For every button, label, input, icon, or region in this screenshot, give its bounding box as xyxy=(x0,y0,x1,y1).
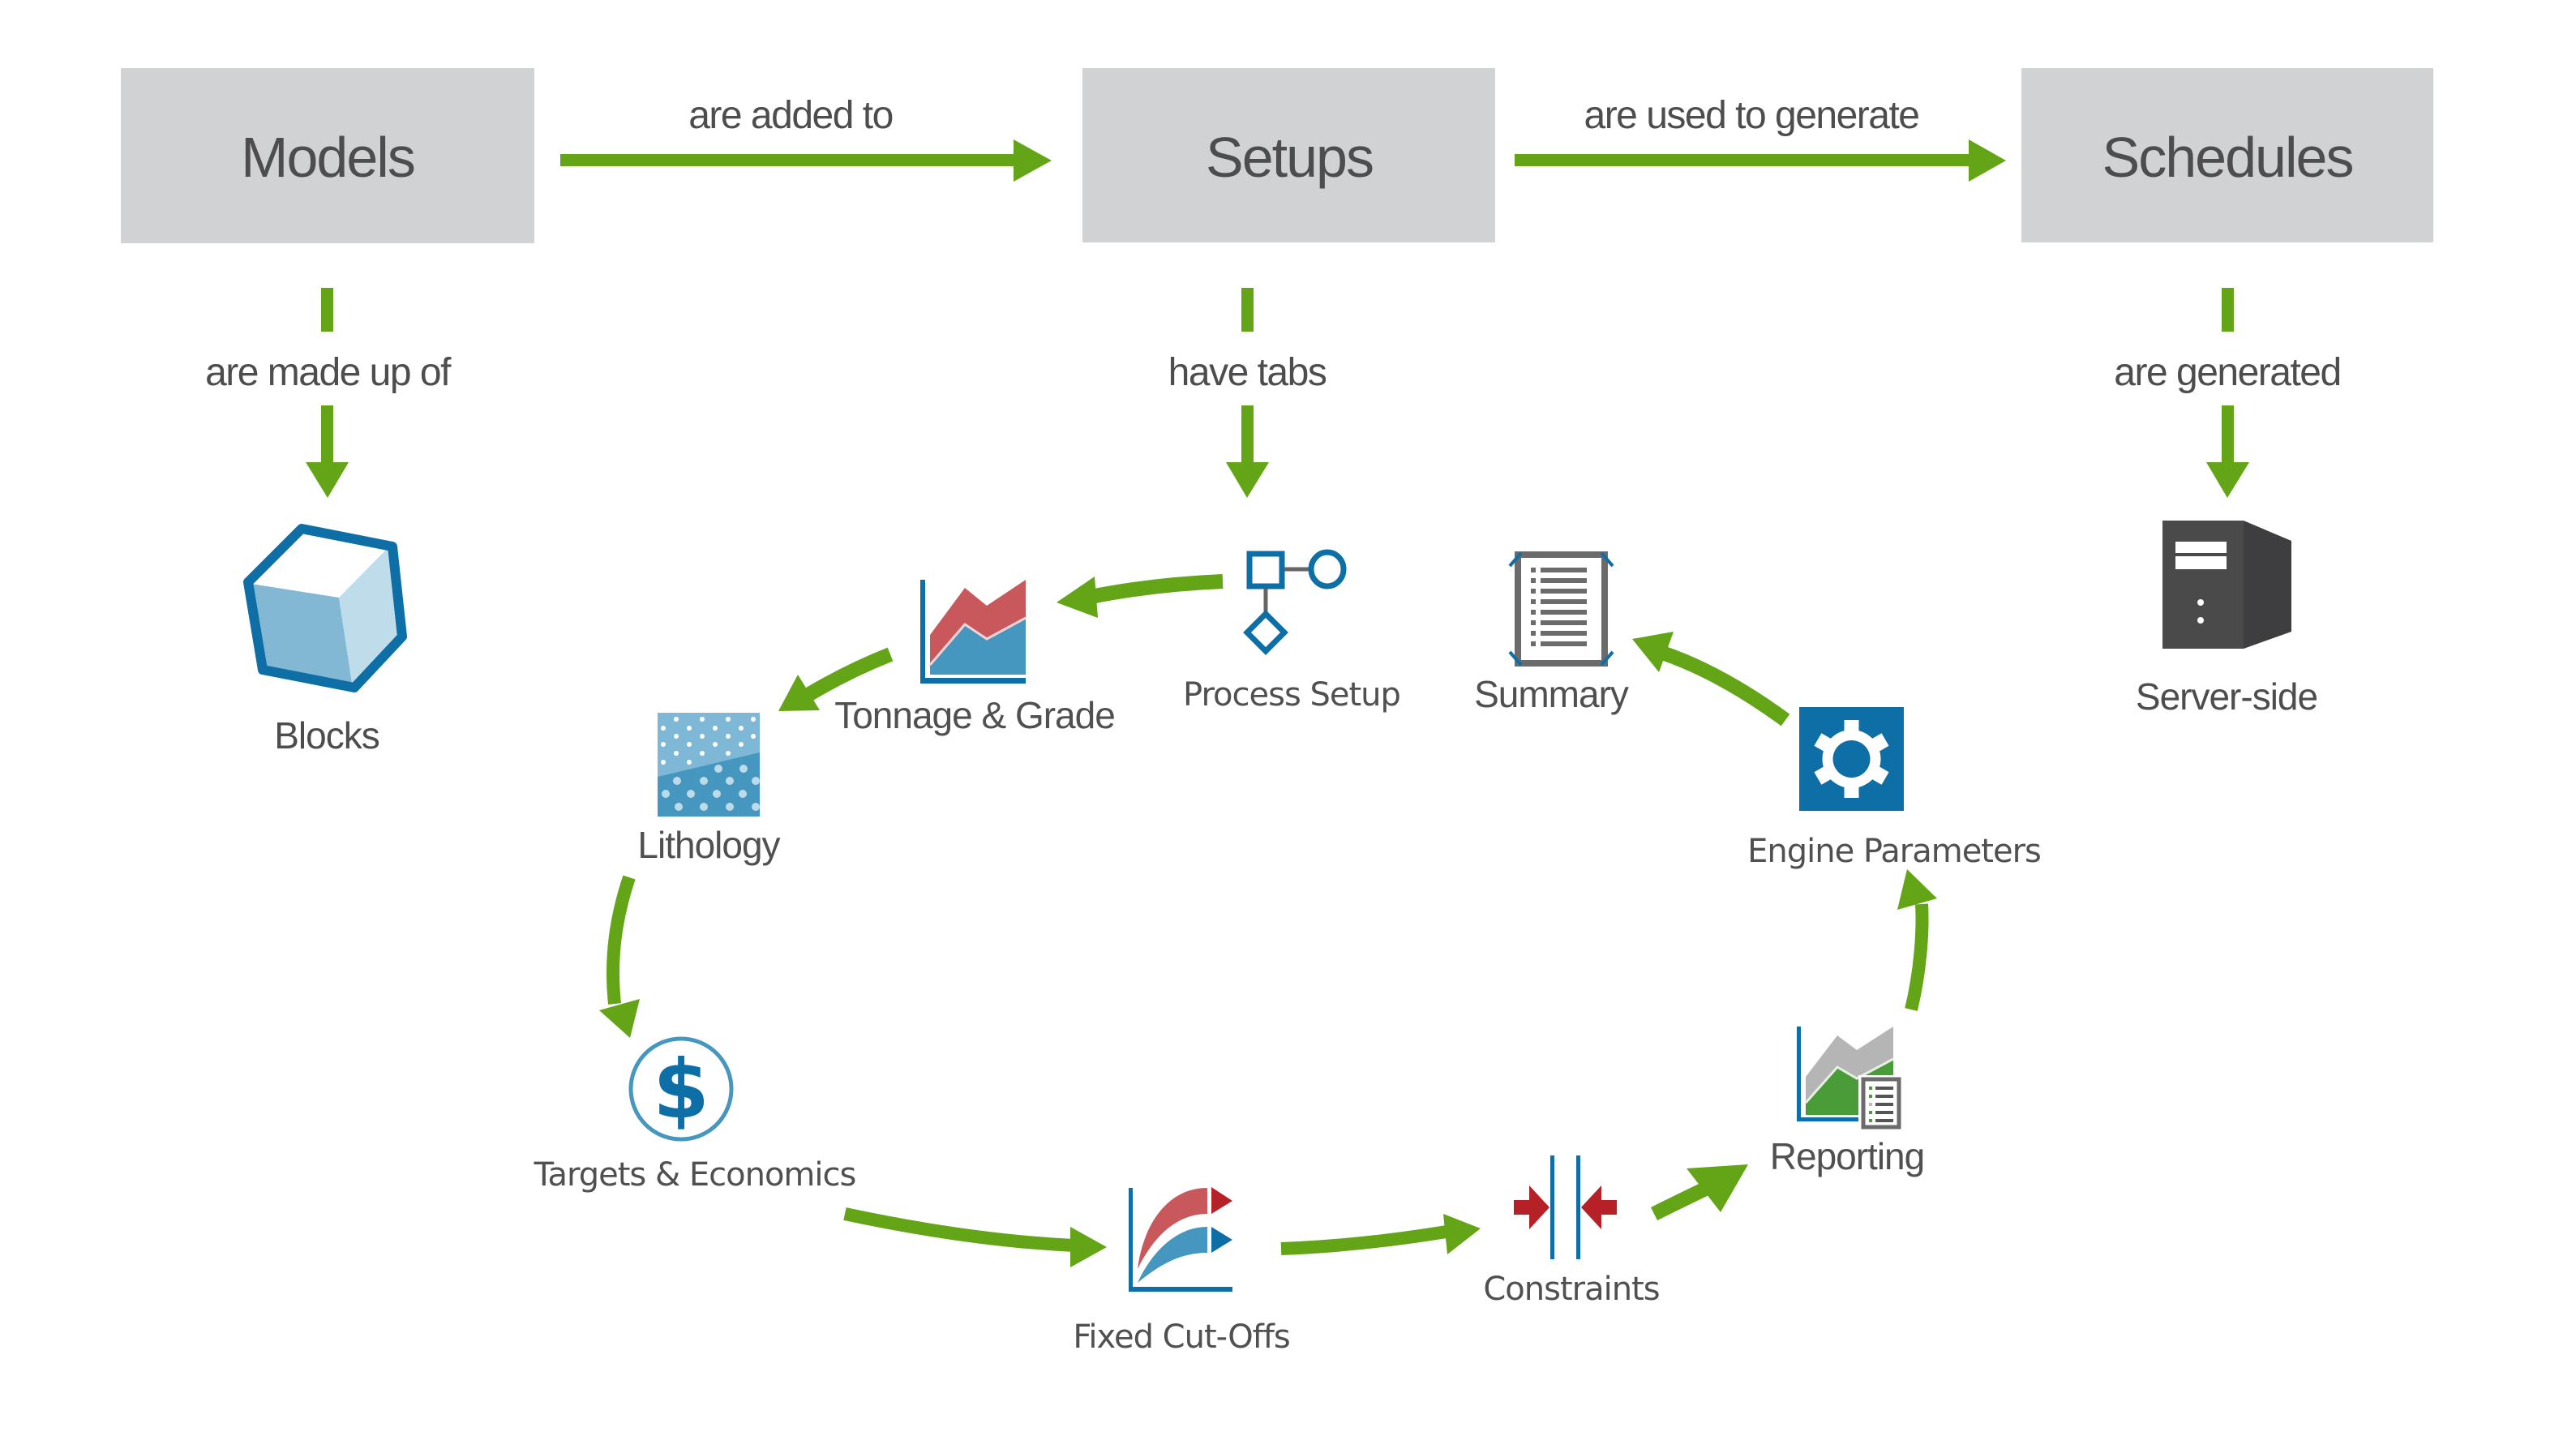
arrow-schedules-to-server: are generated xyxy=(2114,288,2342,498)
tab-engine-parameters[interactable]: Engine Parameters xyxy=(1747,707,2042,870)
setups-node[interactable]: Setups xyxy=(1082,68,1495,242)
area-chart-icon xyxy=(920,580,1027,684)
server-side-label: Server-side xyxy=(2136,675,2317,718)
schedules-label: Schedules xyxy=(2102,126,2353,189)
cube-icon xyxy=(243,524,407,692)
arrow-models-to-blocks: are made up of xyxy=(205,288,453,498)
gear-icon xyxy=(1799,707,1904,811)
arrow-engine-to-summary xyxy=(1632,632,1790,727)
arrow-tonnage-to-lithology xyxy=(778,647,894,711)
arrow-fixed-to-constraints xyxy=(1280,1214,1481,1255)
models-box xyxy=(121,68,534,243)
tab-label: Fixed Cut-Offs xyxy=(1073,1318,1289,1356)
schedules-node[interactable]: Schedules xyxy=(2021,68,2433,242)
tab-label: Lithology xyxy=(637,824,780,866)
tab-label: Tonnage & Grade xyxy=(834,694,1115,736)
tab-targets-economics[interactable]: $ Targets & Economics xyxy=(534,1036,856,1194)
arrow-targets-to-fixed xyxy=(843,1207,1107,1267)
cut-off-chart-icon xyxy=(1129,1187,1232,1292)
tab-lithology[interactable]: Lithology xyxy=(637,713,782,866)
edge-label-are-used-to-generate: are used to generate xyxy=(1584,94,1919,137)
summary-document-icon xyxy=(1508,551,1614,667)
tab-label: Summary xyxy=(1474,673,1629,715)
edge-label-are-made-up-of: are made up of xyxy=(205,351,452,394)
models-node[interactable]: Models xyxy=(121,68,534,243)
tab-label: Targets & Economics xyxy=(534,1156,856,1194)
arrow-lithology-to-targets xyxy=(599,875,640,1038)
tab-label: Reporting xyxy=(1770,1135,1924,1177)
dollar-icon: $ xyxy=(628,1036,734,1142)
blocks-node[interactable]: Blocks xyxy=(243,524,407,757)
setups-label: Setups xyxy=(1206,126,1373,189)
schedules-box xyxy=(2021,68,2433,242)
arrow-models-to-setups: are added to xyxy=(560,94,1052,182)
server-node[interactable]: Server-side xyxy=(2136,521,2318,718)
process-flow-icon xyxy=(1243,549,1347,655)
tab-process-setup[interactable]: Process Setup xyxy=(1183,549,1401,714)
server-icon xyxy=(2162,521,2291,649)
arrow-setups-to-tabs: have tabs xyxy=(1168,288,1327,498)
models-label: Models xyxy=(241,126,414,189)
lithology-icon xyxy=(658,713,760,817)
constraints-icon xyxy=(1514,1155,1617,1259)
svg-text:$: $ xyxy=(653,1042,709,1137)
arrow-process-to-tonnage xyxy=(1057,574,1224,618)
report-chart-icon xyxy=(1797,1027,1904,1132)
tab-tonnage-grade[interactable]: Tonnage & Grade xyxy=(834,580,1116,736)
edge-label-are-generated: are generated xyxy=(2114,351,2340,394)
tab-fixed-cut-offs[interactable]: Fixed Cut-Offs xyxy=(1073,1187,1291,1356)
tab-constraints[interactable]: Constraints xyxy=(1483,1155,1661,1308)
arrow-setups-to-schedules: are used to generate xyxy=(1515,94,2006,182)
tab-reporting[interactable]: Reporting xyxy=(1770,1027,1925,1177)
setups-box xyxy=(1082,68,1495,242)
edge-label-have-tabs: have tabs xyxy=(1168,351,1327,394)
tab-label: Constraints xyxy=(1483,1271,1659,1308)
tab-label: Engine Parameters xyxy=(1747,833,2041,870)
tab-label: Process Setup xyxy=(1183,676,1400,714)
arrow-constraints-to-reporting xyxy=(1650,1164,1748,1221)
edge-label-are-added-to: are added to xyxy=(688,94,893,137)
arrow-reporting-to-engine xyxy=(1897,869,1937,1011)
blocks-label: Blocks xyxy=(274,714,379,757)
tab-summary[interactable]: Summary xyxy=(1474,551,1630,715)
